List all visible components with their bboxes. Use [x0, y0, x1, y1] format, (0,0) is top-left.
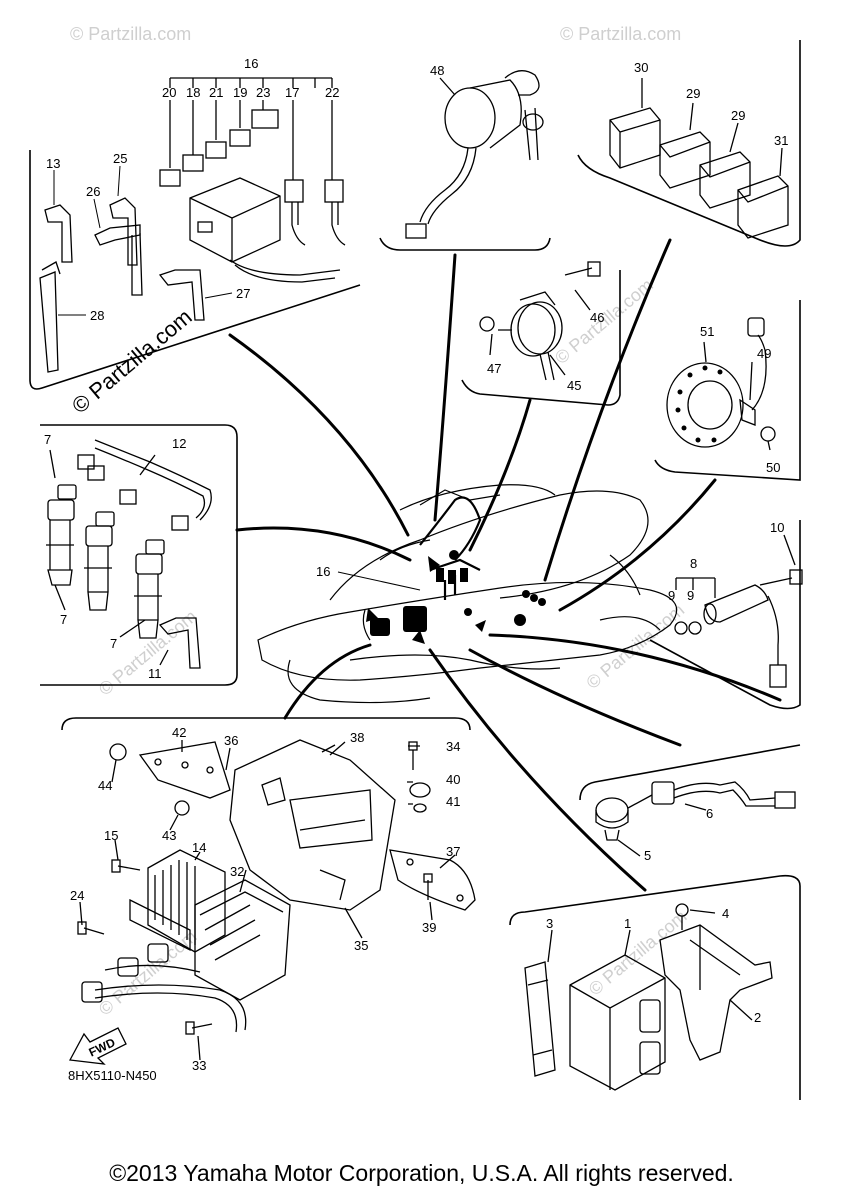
part-label-45: 45	[567, 378, 581, 393]
ignition-coil-group	[46, 439, 212, 669]
part-label-44: 44	[98, 778, 112, 793]
sensor-8-group	[674, 534, 803, 688]
part-label-16: 16	[316, 564, 330, 579]
part-label-49: 49	[757, 346, 771, 361]
relay-labels: 30 29 29 31	[634, 60, 788, 148]
snowmobile-outline	[257, 484, 678, 704]
part-label-29: 29	[731, 108, 745, 123]
ignition-switch-group	[405, 70, 544, 239]
buzzer-group	[479, 261, 601, 381]
leader-16	[337, 571, 421, 591]
part-label-2: 2	[754, 1010, 761, 1025]
part-label-15: 15	[104, 828, 118, 843]
part-label-38: 38	[350, 730, 364, 745]
part-label-36: 36	[224, 733, 238, 748]
regulator-group	[77, 739, 476, 1061]
part-label-33: 33	[192, 1058, 206, 1073]
part-label-23: 23	[256, 85, 270, 100]
part-label-22: 22	[325, 85, 339, 100]
part-label-31: 31	[774, 133, 788, 148]
regulator-labels: 42 36 44 43 38 34 40 41 37 39 35 32 14 1…	[70, 725, 460, 1073]
part-label-4: 4	[722, 906, 729, 921]
part-label-50: 50	[766, 460, 780, 475]
part-label-8: 8	[690, 556, 697, 571]
part-label-27: 27	[236, 286, 250, 301]
part-label-5: 5	[644, 848, 651, 863]
part-label-39: 39	[422, 920, 436, 935]
part-label-11: 11	[148, 666, 162, 681]
part-label-6: 6	[706, 806, 713, 821]
part-label-3: 3	[546, 916, 553, 931]
ecu-group	[524, 903, 773, 1091]
part-label-37: 37	[446, 844, 460, 859]
ignition-coil-labels: 7 12 7 7 11	[44, 432, 186, 681]
ecu-labels: 3 1 4 2	[546, 906, 761, 1025]
sensor-ring-holes	[675, 365, 723, 443]
part-label-42: 42	[172, 725, 186, 740]
group-frames	[29, 40, 801, 1100]
part-label-40: 40	[446, 772, 460, 787]
fuse-box-group	[39, 77, 346, 373]
part-label-48: 48	[430, 63, 444, 78]
part-label-32: 32	[230, 864, 244, 879]
sensor-5-6-labels: 5 6	[644, 806, 713, 863]
part-label-29: 29	[686, 86, 700, 101]
buzzer-labels: 46 47 45	[487, 310, 604, 393]
sensor-5-6-group	[595, 781, 796, 857]
part-label-7: 7	[110, 636, 117, 651]
diagram-reference-code: 8HX5110-N450	[68, 1068, 157, 1083]
leader-arrows	[366, 556, 486, 644]
part-label-9: 9	[668, 588, 675, 603]
group-leaders	[228, 238, 782, 892]
part-label-30: 30	[634, 60, 648, 75]
part-label-16: 16	[244, 56, 258, 71]
part-label-41: 41	[446, 794, 460, 809]
part-label-12: 12	[172, 436, 186, 451]
sensor-8-labels: 8 9 9 10	[668, 520, 784, 603]
part-label-46: 46	[590, 310, 604, 325]
speed-sensor-group	[666, 317, 776, 451]
part-label-47: 47	[487, 361, 501, 376]
part-label-24: 24	[70, 888, 84, 903]
part-label-19: 19	[233, 85, 247, 100]
part-label-13: 13	[46, 156, 60, 171]
copyright-notice: ©2013 Yamaha Motor Corporation, U.S.A. A…	[109, 1160, 734, 1186]
part-label-35: 35	[354, 938, 368, 953]
part-label-20: 20	[162, 85, 176, 100]
relay-group	[609, 78, 789, 239]
part-label-43: 43	[162, 828, 176, 843]
watermark: © Partzilla.com	[70, 24, 191, 44]
fuse-box-leaders	[53, 165, 233, 316]
part-label-7: 7	[44, 432, 51, 447]
watermark: © Partzilla.com	[560, 24, 681, 44]
part-label-14: 14	[192, 840, 206, 855]
part-label-18: 18	[186, 85, 200, 100]
components-on-machine	[370, 550, 546, 636]
part-label-25: 25	[113, 151, 127, 166]
part-label-51: 51	[700, 324, 714, 339]
part-label-21: 21	[209, 85, 223, 100]
part-label-9: 9	[687, 588, 694, 603]
part-label-28: 28	[90, 308, 104, 323]
part-label-26: 26	[86, 184, 100, 199]
part-label-1: 1	[624, 916, 631, 931]
part-label-10: 10	[770, 520, 784, 535]
part-label-7: 7	[60, 612, 67, 627]
part-label-17: 17	[285, 85, 299, 100]
speed-sensor-labels: 51 49 50	[700, 324, 780, 475]
fuse-box-labels: 16 20 18 21 19 23 17 22 13 25 26 27 28	[46, 56, 339, 323]
part-label-34: 34	[446, 739, 460, 754]
